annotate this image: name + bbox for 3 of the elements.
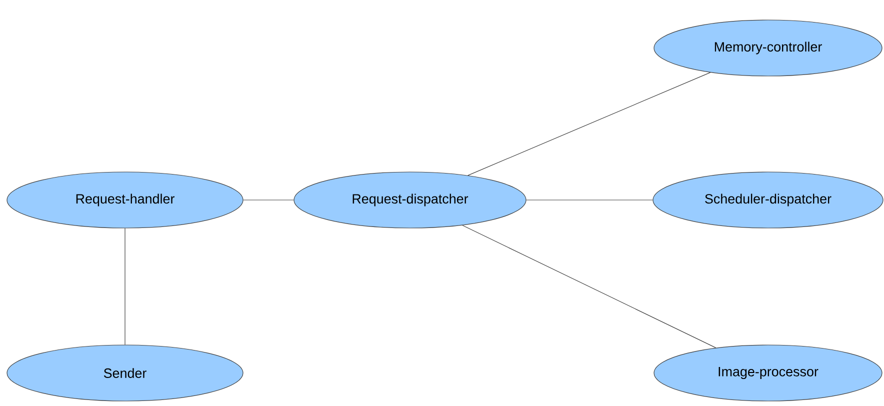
connector-line: [468, 72, 711, 176]
connector-line: [462, 224, 716, 348]
connector-line: [124, 228, 126, 345]
